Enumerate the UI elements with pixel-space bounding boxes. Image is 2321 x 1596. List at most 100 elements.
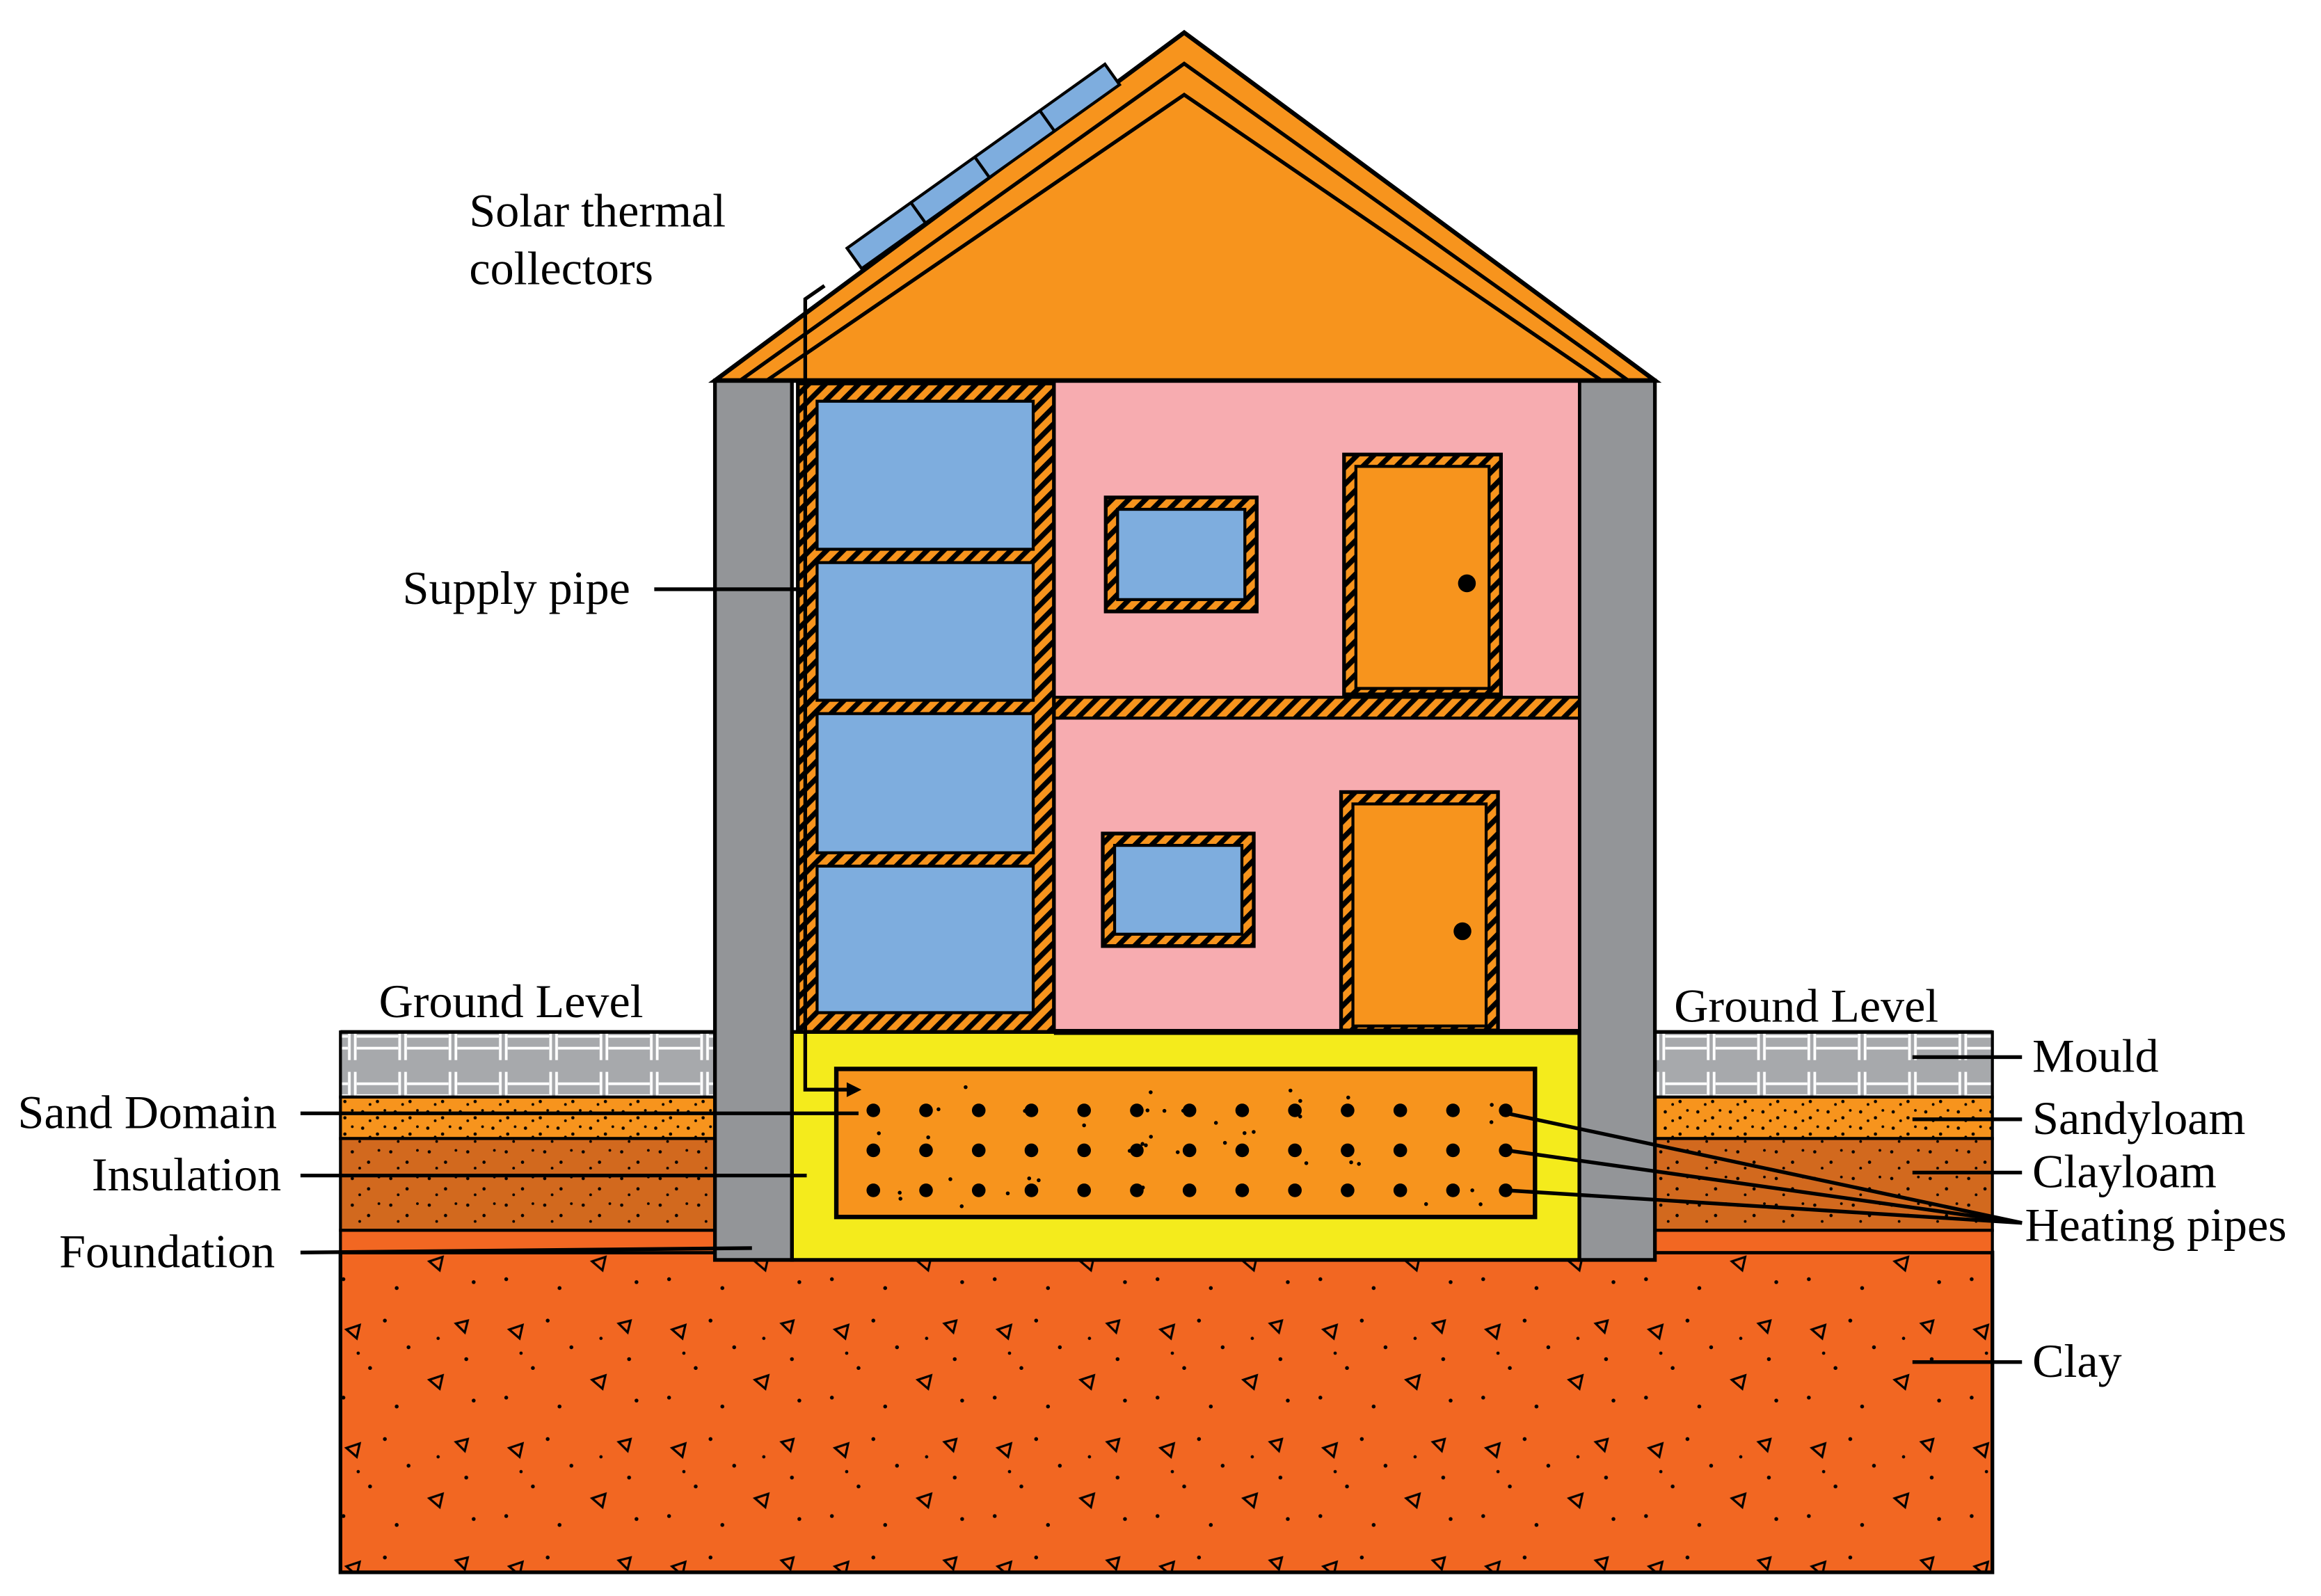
label-heating-pipes: Heating pipes xyxy=(2025,1198,2286,1251)
sand-speck xyxy=(1175,1150,1180,1154)
leader-heating-pipe-3 xyxy=(1506,1188,2023,1225)
heating-pipe xyxy=(971,1143,986,1158)
heating-pipe xyxy=(866,1103,881,1117)
sand-domain-specks xyxy=(877,1085,1494,1208)
clayloam-layer-right xyxy=(1653,1137,1994,1232)
mould-layer-left xyxy=(339,1030,717,1099)
sand-speck xyxy=(1478,1202,1483,1206)
heating-pipe xyxy=(1446,1103,1460,1117)
heating-pipe xyxy=(919,1183,933,1197)
sand-speck xyxy=(1346,1095,1350,1100)
sand-speck xyxy=(1140,1186,1145,1190)
heating-pipe xyxy=(1182,1183,1197,1197)
mould-layer-right xyxy=(1653,1030,1994,1099)
sand-speck xyxy=(923,1110,927,1114)
label-insulation: Insulation xyxy=(92,1148,281,1201)
clay-strip-right xyxy=(1653,1229,1994,1254)
heating-pipe xyxy=(1288,1103,1302,1117)
sand-speck xyxy=(948,1177,952,1181)
sand-speck xyxy=(1023,1109,1027,1113)
sand-speck xyxy=(1181,1108,1186,1113)
supply-pipe xyxy=(803,284,856,1092)
heating-pipe xyxy=(866,1143,881,1158)
heating-pipe xyxy=(1341,1143,1355,1158)
heating-pipe xyxy=(1288,1143,1302,1158)
left-wall xyxy=(712,378,794,1262)
sand-speck xyxy=(1127,1149,1132,1153)
sand-speck xyxy=(1149,1135,1154,1139)
sand-speck xyxy=(1298,1115,1302,1119)
sand-speck xyxy=(959,1204,964,1208)
supply-pipe-arrow xyxy=(846,1082,862,1097)
sand-speck xyxy=(1145,1108,1150,1112)
sand-speck xyxy=(1289,1088,1293,1093)
sand-speck xyxy=(1349,1160,1353,1165)
sand-speck xyxy=(1140,1142,1144,1146)
heating-pipe xyxy=(1077,1103,1092,1117)
heating-pipe xyxy=(971,1103,986,1117)
heating-pipe xyxy=(1182,1103,1197,1117)
heating-pipe xyxy=(1077,1183,1092,1197)
leader-heating-pipe-1 xyxy=(1506,1111,2023,1225)
heating-pipe xyxy=(1024,1183,1039,1197)
sand-speck xyxy=(1243,1131,1247,1135)
lower-door xyxy=(1351,802,1488,1028)
sand-speck xyxy=(898,1197,902,1201)
sand-speck xyxy=(898,1190,902,1195)
heating-pipe xyxy=(1288,1183,1302,1197)
roof-outer xyxy=(708,29,1662,383)
label-clayloam: Clayloam xyxy=(2032,1145,2217,1198)
heating-pipe xyxy=(1024,1103,1039,1117)
tank-cell-4 xyxy=(815,864,1035,1014)
sand-speck xyxy=(964,1085,968,1090)
upper-door-knob xyxy=(1458,574,1476,593)
heating-pipe xyxy=(1182,1143,1197,1158)
heating-pipe xyxy=(1446,1143,1460,1158)
sand-speck xyxy=(1252,1130,1256,1134)
heating-pipe xyxy=(1393,1103,1407,1117)
heating-pipe xyxy=(1024,1143,1039,1158)
leader-foundation xyxy=(300,1246,752,1254)
label-mould: Mould xyxy=(2032,1030,2159,1083)
heating-pipe xyxy=(1393,1183,1407,1197)
sand-speck xyxy=(1082,1123,1086,1128)
roof-line-1 xyxy=(739,61,1629,383)
sand-speck xyxy=(1423,1202,1428,1206)
heating-pipe xyxy=(1235,1103,1250,1117)
sand-speck xyxy=(1005,1191,1010,1196)
lower-door-knob xyxy=(1453,922,1471,941)
upper-window xyxy=(1116,507,1247,601)
heating-pipe xyxy=(1235,1143,1250,1158)
tank-cell-3 xyxy=(815,712,1035,854)
heating-pipe xyxy=(1130,1183,1144,1197)
clay-layer xyxy=(338,1250,1995,1574)
sand-speck xyxy=(1144,1143,1148,1147)
clayloam-layer-left xyxy=(339,1137,717,1232)
label-sand-domain: Sand Domain xyxy=(18,1086,277,1139)
label-solar-thermal-line2: collectors xyxy=(469,242,653,295)
heating-pipe xyxy=(1077,1143,1092,1158)
sand-speck xyxy=(1037,1178,1041,1183)
sand-speck xyxy=(1149,1090,1153,1094)
heating-pipe xyxy=(1393,1143,1407,1158)
sand-speck xyxy=(1027,1176,1032,1181)
right-wall xyxy=(1577,378,1657,1262)
heating-pipe xyxy=(971,1183,986,1197)
sand-speck xyxy=(1304,1161,1309,1165)
label-ground-level-right: Ground Level xyxy=(1674,979,1938,1032)
sand-speck xyxy=(1357,1162,1361,1166)
heating-pipe-dots xyxy=(866,1103,1513,1197)
sand-speck xyxy=(1489,1120,1494,1124)
sandyloam-layer-left xyxy=(339,1095,717,1140)
sand-speck xyxy=(877,1131,881,1135)
sand-speck xyxy=(1213,1121,1218,1125)
sand-speck xyxy=(1162,1108,1167,1113)
heating-pipe xyxy=(1341,1103,1355,1117)
heating-pipe xyxy=(1235,1183,1250,1197)
sand-speck xyxy=(936,1107,941,1112)
heating-pipe xyxy=(1499,1143,1513,1158)
sand-speck xyxy=(1298,1099,1302,1103)
label-clay: Clay xyxy=(2032,1334,2122,1387)
label-foundation: Foundation xyxy=(59,1225,275,1278)
